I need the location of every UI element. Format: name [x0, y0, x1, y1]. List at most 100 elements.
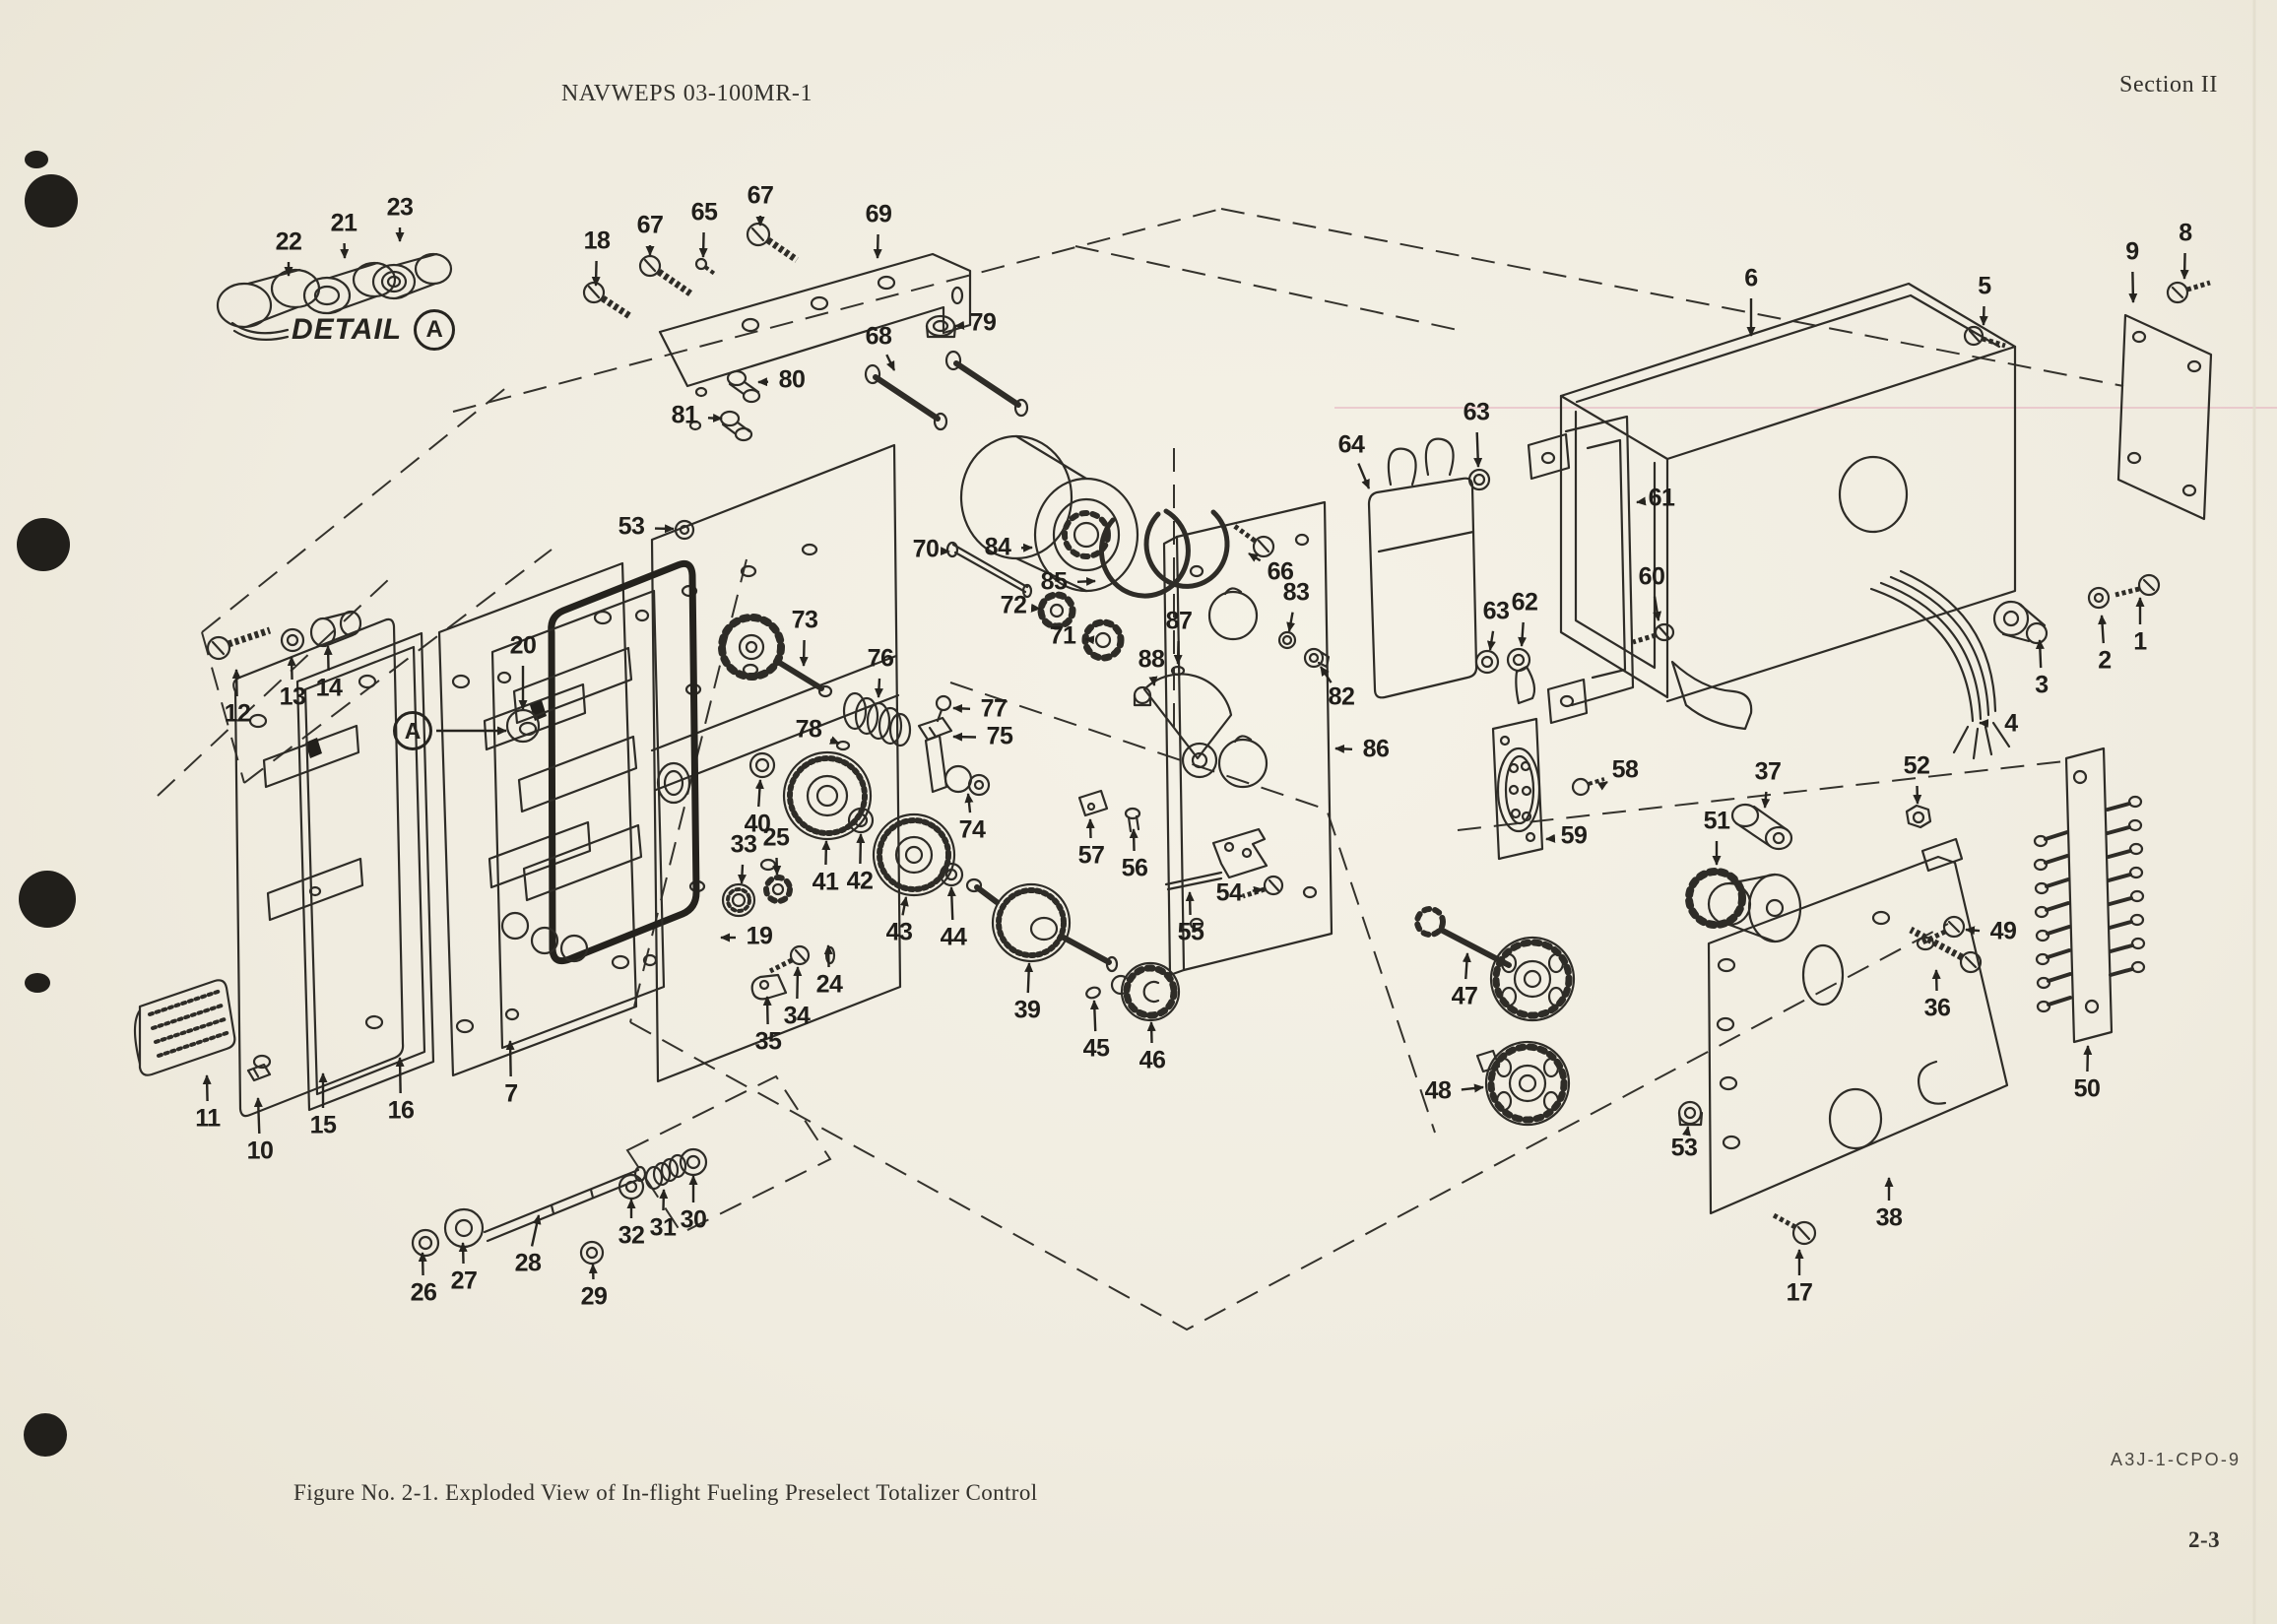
part-callout-10: 10 — [246, 1137, 274, 1165]
part-callout-67: 67 — [747, 181, 774, 210]
part-callout-72: 72 — [1000, 591, 1027, 619]
rod-70 — [945, 541, 1033, 599]
part-callout-83: 83 — [1282, 578, 1310, 607]
part-callout-47: 47 — [1451, 982, 1478, 1010]
part-callout-21: 21 — [330, 209, 358, 237]
part-callout-66: 66 — [1267, 557, 1294, 586]
bushing-53-lower — [1677, 1100, 1704, 1127]
part-callout-81: 81 — [671, 401, 698, 429]
pin-45 — [1085, 986, 1101, 1000]
gear-shaft-73 — [718, 614, 833, 698]
standoffs-68 — [864, 350, 1029, 431]
rear-plate-38 — [1707, 837, 2009, 1215]
washer-83 — [1277, 630, 1297, 650]
part-callout-64: 64 — [1337, 430, 1365, 459]
lever-35 — [750, 973, 788, 1001]
nut-29 — [579, 1240, 605, 1266]
solenoid-64 — [1367, 437, 1478, 699]
detail-a-parts — [216, 252, 453, 342]
panel-7 — [437, 561, 638, 1077]
part-callout-43: 43 — [885, 918, 913, 946]
part-callout-7: 7 — [504, 1079, 518, 1108]
part-callout-2: 2 — [2098, 646, 2112, 675]
binder-hole-marks — [17, 151, 78, 1457]
screw-54 — [1242, 875, 1284, 899]
part-callout-20: 20 — [509, 631, 537, 660]
link-3 — [1992, 600, 2049, 645]
detail-letter-circle-icon: A — [414, 309, 456, 351]
page-number: 2-3 — [2188, 1527, 2221, 1552]
chassis-plate-86 — [1162, 500, 1334, 977]
part-callout-58: 58 — [1611, 755, 1639, 784]
drum-41 — [782, 750, 873, 841]
drawing-code: A3J-1-CPO-9 — [2111, 1450, 2242, 1469]
callout-leader-arrows — [202, 216, 2189, 1280]
part-callout-25: 25 — [762, 823, 790, 852]
part-callout-51: 51 — [1703, 807, 1730, 835]
part-callout-80: 80 — [778, 365, 806, 394]
part-callout-13: 13 — [279, 682, 306, 711]
shaft-28 — [483, 1165, 647, 1243]
sprocket-48 — [1475, 1040, 1571, 1127]
part-callout-62: 62 — [1511, 588, 1538, 617]
part-callout-73: 73 — [791, 606, 818, 634]
part-callout-42: 42 — [846, 867, 874, 895]
part-callout-6: 6 — [1744, 264, 1758, 292]
part-callout-22: 22 — [275, 227, 302, 256]
enclosure-box-6 — [1559, 282, 2017, 731]
part-callout-17: 17 — [1786, 1278, 1813, 1307]
part-callout-67: 67 — [636, 211, 664, 239]
part-callout-86: 86 — [1362, 735, 1390, 763]
screw-66 — [1231, 522, 1275, 558]
gasket-19 — [548, 559, 700, 965]
setscrew-10 — [246, 1063, 272, 1082]
part-callout-87: 87 — [1165, 607, 1193, 635]
part-callout-85: 85 — [1040, 567, 1068, 596]
part-callout-24: 24 — [815, 970, 843, 999]
part-callout-40: 40 — [744, 810, 771, 838]
part-callout-8: 8 — [2179, 219, 2192, 247]
screw-77 — [935, 694, 952, 723]
motor-84 — [959, 434, 1139, 593]
screw-1 — [2114, 573, 2161, 598]
washer-2 — [2087, 586, 2111, 610]
part-callout-4: 4 — [2004, 709, 2018, 738]
gear-46 — [1110, 961, 1181, 1022]
top-screws — [582, 222, 799, 320]
part-callout-79: 79 — [969, 308, 997, 337]
part-callout-88: 88 — [1138, 645, 1165, 674]
knob-shaft-39 — [965, 877, 1119, 973]
part-callout-78: 78 — [795, 715, 822, 744]
screw-12 — [206, 626, 272, 661]
screw-5 — [1963, 325, 2006, 349]
part-callout-76: 76 — [867, 644, 894, 673]
part-callout-11: 11 — [195, 1104, 221, 1133]
part-callout-18: 18 — [583, 227, 611, 255]
part-callout-46: 46 — [1138, 1046, 1166, 1074]
part-callout-49: 49 — [1989, 917, 2017, 945]
ratchet-assembly — [1133, 665, 1233, 779]
part-callout-57: 57 — [1077, 841, 1105, 870]
part-callout-27: 27 — [450, 1267, 478, 1295]
header-publication-number: NAVWEPS 03-100MR-1 — [561, 81, 813, 106]
ring-26 — [411, 1228, 440, 1258]
part-callout-26: 26 — [410, 1278, 437, 1307]
part-callout-71: 71 — [1049, 621, 1076, 650]
screw-34 — [768, 944, 811, 974]
bushing-82 — [1303, 647, 1331, 669]
part-callout-29: 29 — [580, 1282, 608, 1311]
part-callout-32: 32 — [618, 1221, 645, 1250]
part-callout-33: 33 — [730, 830, 757, 859]
lever-62 — [1506, 647, 1536, 705]
part-callout-3: 3 — [2035, 671, 2049, 699]
block-75 — [917, 716, 953, 794]
detail-a-reference-circle: A — [393, 711, 432, 750]
screw-17 — [1772, 1212, 1817, 1246]
wires-4 — [1869, 569, 2011, 760]
part-callout-59: 59 — [1560, 821, 1588, 850]
part-callout-48: 48 — [1424, 1076, 1452, 1105]
part-callout-50: 50 — [2073, 1074, 2101, 1103]
screw-49 — [1920, 915, 1966, 945]
part-callout-55: 55 — [1177, 918, 1204, 946]
